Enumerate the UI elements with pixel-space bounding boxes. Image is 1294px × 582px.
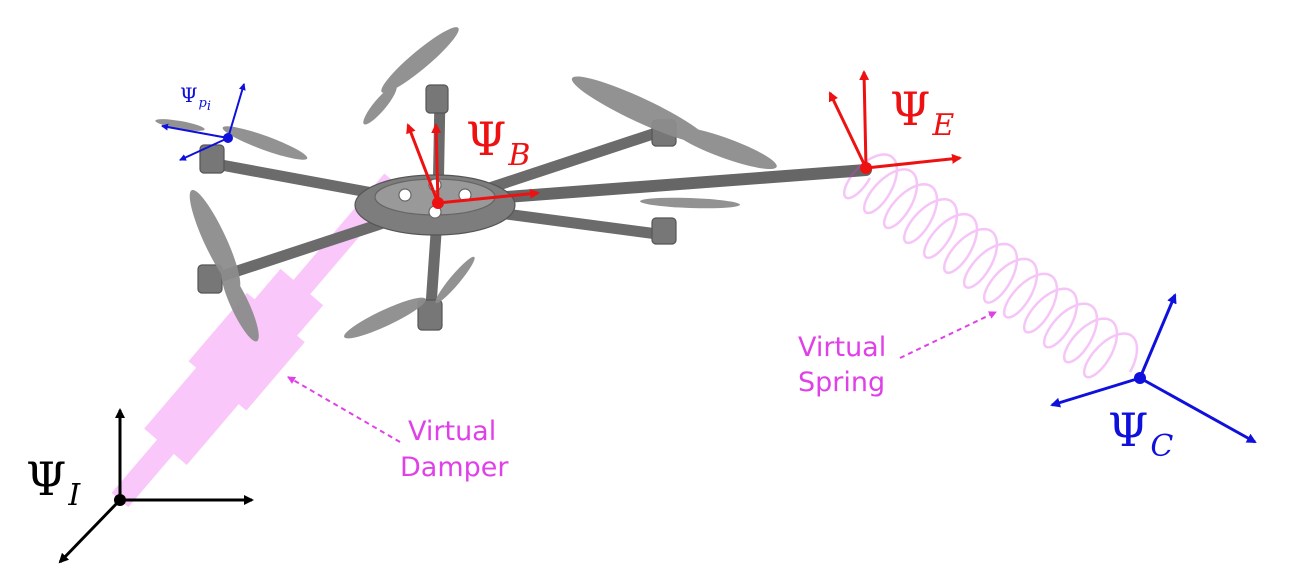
body-frame: ΨB — [406, 112, 540, 209]
contact-frame-label: ΨC — [1108, 403, 1173, 464]
body-axis-z — [431, 123, 442, 204]
body-frame-label: ΨB — [466, 112, 530, 173]
damper-callout: Virtual Damper — [287, 376, 509, 483]
inertial-origin — [114, 494, 126, 506]
propeller-frame-label: Ψpi — [180, 83, 211, 114]
end-effector-frame-label: ΨE — [890, 82, 954, 143]
end-effector-axis-z — [859, 70, 870, 169]
propeller-axis-z — [227, 83, 246, 139]
contact-axis-z — [1138, 293, 1177, 379]
damper-callout-arrow — [287, 376, 401, 443]
spring-callout-line2: Spring — [798, 367, 885, 398]
end-effector-axis-x — [865, 153, 962, 170]
propeller-axis-x — [161, 123, 229, 139]
spring-callout: Virtual Spring — [798, 311, 997, 398]
propeller-origin — [223, 133, 233, 143]
propeller-axis-y — [179, 137, 229, 161]
end-effector-axis-y — [828, 91, 868, 169]
damper-callout-line2: Damper — [400, 452, 509, 483]
propeller-frame: Ψpi — [161, 83, 246, 161]
end-effector-origin — [860, 162, 872, 174]
body-axis-y — [406, 123, 440, 204]
spring-callout-line1: Virtual — [798, 332, 886, 363]
inertial-frame: ΨI — [26, 408, 254, 564]
virtual-spring — [842, 153, 1139, 379]
inertial-frame-label: ΨI — [26, 452, 81, 513]
end-effector-frame: ΨE — [828, 70, 962, 174]
damper-callout-line1: Virtual — [408, 416, 496, 447]
spring-callout-arrow — [899, 311, 997, 359]
inertial-axis-y — [58, 498, 122, 564]
contact-axis-x — [1139, 376, 1257, 444]
contact-origin — [1134, 372, 1146, 384]
contact-frame: ΨC — [1050, 293, 1257, 464]
coil-spring-icon — [842, 153, 1139, 379]
contact-axis-y — [1050, 376, 1141, 408]
body-axis-x — [437, 188, 540, 205]
body-origin — [432, 197, 444, 209]
